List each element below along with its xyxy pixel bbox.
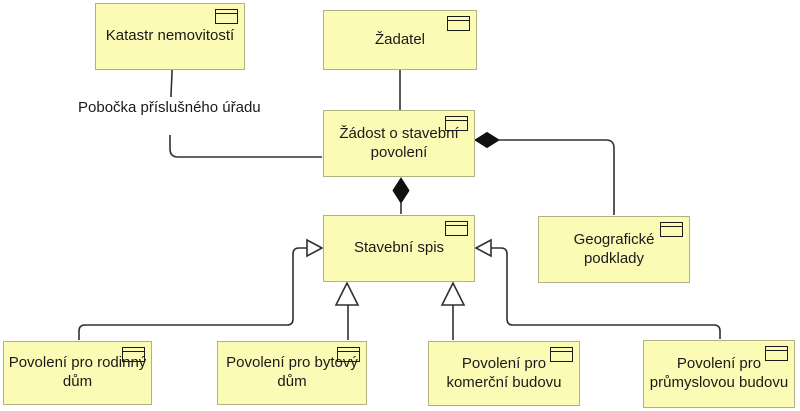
generalization-arrow-icon: [474, 238, 492, 258]
node-label: Katastr nemovitostí: [105, 27, 235, 45]
business-object-icon: [550, 347, 573, 362]
node-katastr-nemovitosti[interactable]: Katastr nemovitostí: [95, 3, 245, 70]
node-label: Stavební spis: [353, 239, 445, 257]
node-povoleni-pro-prumyslovou-budovu[interactable]: Povolení pro průmyslovou budovu: [643, 340, 795, 408]
edge-rodinny-stavebni[interactable]: [78, 238, 324, 340]
edge-line: [499, 139, 615, 215]
node-label: Žadatel: [374, 30, 426, 48]
business-object-icon: [445, 221, 468, 236]
node-geograficke-podklady[interactable]: Geografické podklady: [538, 216, 690, 283]
edge-line: [170, 69, 173, 98]
edge-label-pobocka: Pobočka příslušného úřadu: [78, 99, 261, 116]
composition-diamond-icon: [474, 131, 500, 149]
business-object-icon: [445, 116, 468, 131]
node-povoleni-pro-rodinny-dum[interactable]: Povolení pro rodinný dům: [3, 341, 152, 405]
node-zadost-o-stavebni-povoleni[interactable]: Žádost o stavební povolení: [323, 110, 475, 177]
node-label: Povolení pro rodinný dům: [8, 354, 147, 390]
edge-katastr-zadost[interactable]: [169, 69, 322, 158]
node-povoleni-pro-komercni-budovu[interactable]: Povolení pro komerční budovu: [428, 341, 580, 406]
node-label: Povolení pro průmyslovou budovu: [649, 355, 789, 391]
node-povoleni-pro-bytovy-dum[interactable]: Povolení pro bytový dům: [217, 341, 367, 405]
business-object-icon: [122, 347, 145, 362]
business-object-icon: [215, 9, 238, 24]
edge-line: [491, 247, 721, 339]
node-zadatel[interactable]: Žadatel: [323, 10, 477, 70]
edge-line: [169, 135, 322, 158]
edge-zadost-stavebni[interactable]: [392, 177, 410, 214]
node-label: Povolení pro bytový dům: [226, 354, 358, 390]
edge-bytovy-stavebni[interactable]: [334, 281, 360, 340]
generalization-arrow-icon: [306, 238, 324, 258]
generalization-arrow-icon: [440, 281, 466, 306]
node-stavebni-spis[interactable]: Stavební spis: [323, 215, 475, 282]
business-object-icon: [765, 346, 788, 361]
node-label: Žádost o stavební povolení: [339, 124, 459, 161]
business-object-icon: [660, 222, 683, 237]
edge-prumyslova-stavebni[interactable]: [474, 238, 721, 339]
generalization-arrow-icon: [334, 281, 360, 306]
edge-line: [78, 247, 307, 340]
edge-komercni-stavebni[interactable]: [440, 281, 466, 340]
composition-diamond-icon: [392, 177, 410, 204]
edge-zadost-geograficke[interactable]: [474, 131, 615, 216]
business-object-icon: [337, 347, 360, 362]
business-object-icon: [447, 16, 470, 31]
node-label: Geografické podklady: [573, 230, 655, 267]
node-label: Povolení pro komerční budovu: [446, 354, 562, 391]
